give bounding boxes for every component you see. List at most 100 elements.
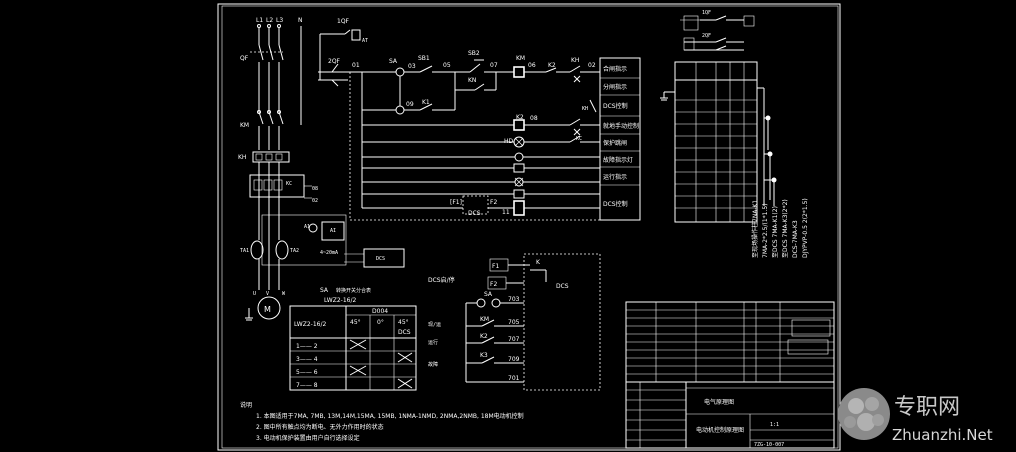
- label-km-main: KM: [240, 122, 249, 129]
- label-709: 709: [508, 356, 520, 363]
- label-ta2: TA2: [290, 248, 299, 254]
- label-ta1: TA1: [240, 248, 249, 254]
- label-n01: 01: [352, 62, 360, 69]
- watermark: 专职网 Zhuanzhi.Net: [838, 388, 993, 444]
- watermark-en: Zhuanzhi.Net: [892, 426, 993, 444]
- legend-item-2: DCS控制: [603, 102, 628, 110]
- label-701: 701: [508, 375, 520, 382]
- legend-item-3: 就地手动控制: [603, 122, 639, 130]
- label-qf: QF: [240, 55, 249, 62]
- watermark-cn: 专职网: [894, 395, 960, 420]
- label-k-box: K: [536, 259, 541, 266]
- sa-table-col-1: 0°: [377, 319, 384, 326]
- label-dcs-contact: DCS: [468, 210, 481, 217]
- label-k2a: K2: [548, 62, 556, 69]
- aux-breakers: 1QF 2QF: [680, 10, 755, 51]
- label-n: N: [298, 17, 303, 24]
- label-kh-small: KH: [582, 106, 588, 112]
- cable-labels: 至现场操作柱7NA-K1 7MA-2*2.5/(1*1.5) 至DCS 7MA-…: [751, 198, 809, 258]
- control-circuit: 1QF AT 2QF 01 SA 03 SB1 05 SB2 KN: [318, 18, 641, 221]
- svg-text:现/运: 现/运: [428, 321, 441, 328]
- cable-label-4: DCS-7MA-K3: [792, 220, 799, 258]
- motor-symbol: [257, 296, 281, 320]
- sa-table-row-2: 5—— 6: [296, 369, 318, 376]
- legend-item-6: 运行指示: [603, 173, 627, 181]
- label-k2c: K2: [480, 333, 488, 340]
- label-l1: L1: [256, 17, 263, 24]
- sa-switch-table: SA 转换开关分合表 LWZ2-16/2 D004 LWZ2-16/2 45° …: [289, 287, 417, 391]
- label-k1: K1: [422, 99, 430, 106]
- label-motor: M: [264, 305, 271, 314]
- sa-table-model: LWZ2-16/2: [324, 297, 356, 304]
- cable-label-3: 至DCS 7MA-K3(2*2): [782, 199, 789, 258]
- label-v: V: [266, 291, 269, 297]
- sa-table-title: SA: [320, 287, 329, 294]
- label-f2-small: F2: [490, 199, 497, 206]
- label-n02: 02: [588, 62, 596, 69]
- equipment-list: [625, 301, 835, 383]
- sa-table-row-3: 7—— 8: [296, 382, 318, 389]
- label-sb2: SB2: [468, 50, 480, 57]
- sa-table-col-sub-2: DCS: [398, 329, 411, 336]
- label-sb1: SB1: [418, 55, 430, 62]
- svg-text:转换开关分合表: 转换开关分合表: [336, 287, 371, 294]
- label-a1: A1: [304, 224, 310, 230]
- legend-item-7: DCS控制: [603, 200, 628, 208]
- sa-table-subheader: D004: [372, 308, 388, 315]
- label-n08: 08: [530, 115, 538, 122]
- title-drawing: 电动机控制原理图: [696, 426, 744, 434]
- sa-table-col-2: 45°: [398, 319, 409, 326]
- legend-item-4: 保护跳闸: [603, 139, 627, 147]
- label-node-08: 08: [312, 186, 318, 192]
- svg-text:运行: 运行: [428, 339, 438, 346]
- label-w: W: [282, 291, 286, 297]
- label-n09: 09: [406, 101, 414, 108]
- label-f1b: F1: [492, 263, 499, 270]
- label-k2b: K2: [516, 114, 524, 121]
- label-l2: L2: [266, 17, 273, 24]
- sa-table-row-0: 1—— 2: [296, 343, 318, 350]
- cable-label-1: 7MA-2*2.5/(1*1.5): [762, 203, 769, 258]
- cable-label-2: 至DCS 7MA-K1(2): [772, 206, 779, 258]
- svg-text:1QF: 1QF: [702, 10, 711, 16]
- label-kh-main: KH: [238, 154, 246, 161]
- label-kn: KN: [468, 77, 476, 84]
- label-ma: 4~20mA: [320, 250, 338, 256]
- sa-table-col-0: 45°: [350, 319, 361, 326]
- notes-line-0: 1. 本图适用于7MA, 7MB, 13M,14M,15MA, 15MB, 1N…: [256, 412, 524, 420]
- label-707: 707: [508, 336, 520, 343]
- label-n11: 11: [502, 209, 510, 216]
- drawing-frame-outer: [217, 3, 841, 451]
- label-dcs-inner: DCS: [556, 283, 569, 290]
- label-703: 703: [508, 296, 520, 303]
- svg-text:AT: AT: [362, 38, 368, 44]
- label-n05: 05: [443, 62, 451, 69]
- svg-text:2QF: 2QF: [702, 33, 711, 39]
- title-block: 电气原理图 电动机控制原理图 1:1 7ZG-10-007: [625, 381, 835, 449]
- label-2qf: 2QF: [328, 58, 341, 65]
- label-km-coil: KM: [516, 55, 525, 62]
- cable-label-0: 至现场操作柱7NA-K1: [751, 200, 759, 258]
- notes: 说明 1. 本图适用于7MA, 7MB, 13M,14M,15MA, 15MB,…: [240, 401, 524, 442]
- sa-table-model-cell: LWZ2-16/2: [294, 321, 326, 328]
- label-705: 705: [508, 319, 520, 326]
- label-1qf: 1QF: [337, 18, 350, 25]
- label-kh-coil: KH: [571, 57, 579, 64]
- power-circuit: L1 L2 L3 N QF KM KH: [238, 17, 405, 321]
- cable-label-5: DJYPVP-0.5 2(2*1.5): [802, 198, 809, 258]
- label-f2b: F2: [490, 281, 497, 288]
- legend-item-1: 分闸指示: [603, 83, 627, 91]
- label-n03: 03: [408, 63, 416, 70]
- label-sa2: SA: [484, 291, 493, 298]
- label-n07: 07: [490, 62, 498, 69]
- legend-item-0: 合闸指示: [603, 65, 627, 73]
- title-number: 7ZG-10-007: [754, 442, 784, 448]
- label-n06: 06: [528, 62, 536, 69]
- label-node-02: 02: [312, 198, 318, 204]
- label-dcs-start-stop: DCS启/停: [428, 276, 455, 284]
- label-dcs-small: DCS: [376, 256, 385, 262]
- label-ai: AI: [330, 228, 336, 234]
- drawing-frame-inner: [221, 5, 839, 449]
- sa-table-row-1: 3—— 4: [296, 356, 318, 363]
- title-scale: 1:1: [770, 422, 779, 428]
